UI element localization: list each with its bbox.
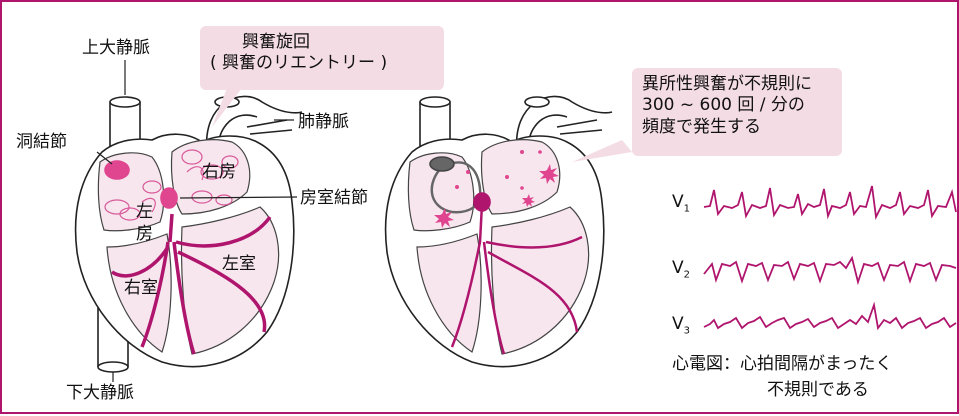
- callout-ectopic-line3: 頻度で発生する: [642, 117, 832, 138]
- callout-ectopic: 異所性興奮が不規則に 300 ~ 600 回 / 分の 頻度で発生する: [632, 68, 842, 156]
- bundle-of-his: [170, 214, 172, 242]
- ecg-lead-label-v3: V3: [672, 314, 690, 337]
- ecg-traces: [704, 186, 956, 328]
- callout-reentry-line1: 興奮旋回: [210, 32, 434, 53]
- label-left-ventricle: 左室: [222, 254, 256, 274]
- label-superior-vena-cava: 上大静脈: [82, 38, 150, 58]
- label-right-ventricle: 右室: [124, 278, 158, 298]
- afib-sa-node: [430, 157, 454, 171]
- pulmonary-veins: [247, 120, 292, 134]
- svc-opening: [110, 97, 140, 107]
- ecg-lead-v3-sub: 3: [684, 325, 690, 336]
- label-right-atrium: 右房: [202, 162, 236, 182]
- callout-reentry-pointer: [212, 88, 242, 127]
- sa-node: [105, 161, 129, 179]
- label-inferior-vena-cava: 下大静脈: [66, 383, 134, 403]
- ecg-lead-label-v1: V1: [672, 192, 690, 215]
- ecg-lead-label-v2: V2: [672, 258, 690, 281]
- ecg-lead-v2-sub: 2: [684, 269, 690, 280]
- callout-ectopic-line1: 異所性興奮が不規則に: [642, 74, 832, 95]
- av-node: [161, 188, 177, 208]
- ecg-trace-v2: [704, 258, 956, 282]
- heart-normal: [76, 96, 302, 372]
- label-left-atrium-top: 左: [136, 202, 153, 222]
- ecg-lead-v2-name: V: [672, 258, 684, 278]
- callout-reentry-line2: ( 興奮のリエントリー ): [210, 53, 434, 74]
- ecg-lead-v1-name: V: [672, 192, 684, 212]
- ecg-lead-v3-name: V: [672, 314, 684, 334]
- callout-reentry: 興奮旋回 ( 興奮のリエントリー ): [200, 26, 444, 90]
- ivc-opening: [98, 362, 128, 372]
- ecg-trace-v1: [704, 186, 956, 217]
- ecg-caption-line1: 心電図：心拍間隔がまったく: [672, 354, 892, 374]
- afib-av-node: [474, 193, 490, 211]
- label-left-atrium-bottom: 房: [136, 224, 153, 244]
- ecg-lead-v1-sub: 1: [684, 203, 690, 214]
- label-av-node: 房室結節: [300, 188, 368, 208]
- label-sa-node: 洞結節: [16, 132, 67, 152]
- ecg-caption-line2: 不規則である: [767, 380, 869, 400]
- callout-ectopic-line2: 300 ~ 600 回 / 分の: [642, 95, 832, 116]
- heart-afib: [386, 96, 612, 366]
- label-pulmonary-vein: 肺静脈: [298, 112, 349, 132]
- ecg-trace-v3: [704, 305, 956, 328]
